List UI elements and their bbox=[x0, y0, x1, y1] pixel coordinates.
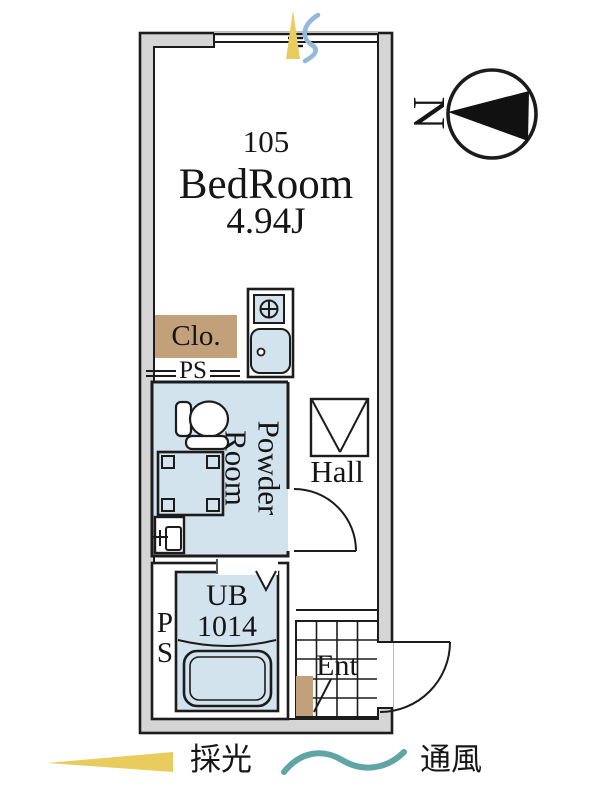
closet-label: Clo. bbox=[171, 320, 221, 352]
stove-icon bbox=[253, 294, 285, 324]
legend-ventilation-label: 通風 bbox=[420, 742, 482, 777]
powder-room-label: Powder Room bbox=[218, 420, 287, 516]
water-heater-icon bbox=[153, 515, 186, 555]
pipe-space-divider-lines bbox=[146, 370, 240, 377]
legend-daylight-label: 採光 bbox=[190, 742, 252, 777]
refrigerator-space-icon bbox=[309, 397, 370, 458]
washer-pan-icon bbox=[156, 450, 225, 517]
powder-room-door-arc bbox=[293, 488, 357, 552]
bath-door-mark bbox=[255, 570, 277, 593]
entrance-label: Ent bbox=[316, 649, 358, 682]
unit-bath bbox=[150, 558, 290, 721]
legend-ventilation-icon bbox=[281, 749, 407, 775]
pipe-space-upper-label: PS bbox=[179, 357, 207, 384]
bath-sill-curve bbox=[177, 639, 277, 647]
closet-fill bbox=[155, 315, 237, 358]
powder-room bbox=[150, 380, 290, 558]
unit-bath-label: UB 1014 bbox=[197, 579, 257, 643]
shoe-cabinet bbox=[296, 676, 332, 716]
daylight-marker-icon bbox=[286, 10, 300, 59]
hall-label: Hall bbox=[310, 454, 364, 489]
unit-number-label: 105 bbox=[242, 124, 290, 159]
sink-icon bbox=[250, 328, 291, 374]
bedroom-label: BedRoom bbox=[178, 161, 354, 208]
bedroom-size-label: 4.94J bbox=[226, 201, 306, 242]
toilet-icon bbox=[174, 400, 230, 451]
compass-icon bbox=[446, 68, 538, 160]
entrance-door-arc bbox=[377, 641, 451, 713]
kitchenette bbox=[246, 287, 295, 379]
breeze-marker-icon bbox=[302, 12, 321, 64]
bathtub-icon bbox=[182, 649, 273, 708]
pipe-space-lower-label: P S bbox=[156, 607, 174, 670]
legend-daylight-icon bbox=[47, 752, 173, 772]
compass-north-label: N bbox=[404, 96, 456, 130]
